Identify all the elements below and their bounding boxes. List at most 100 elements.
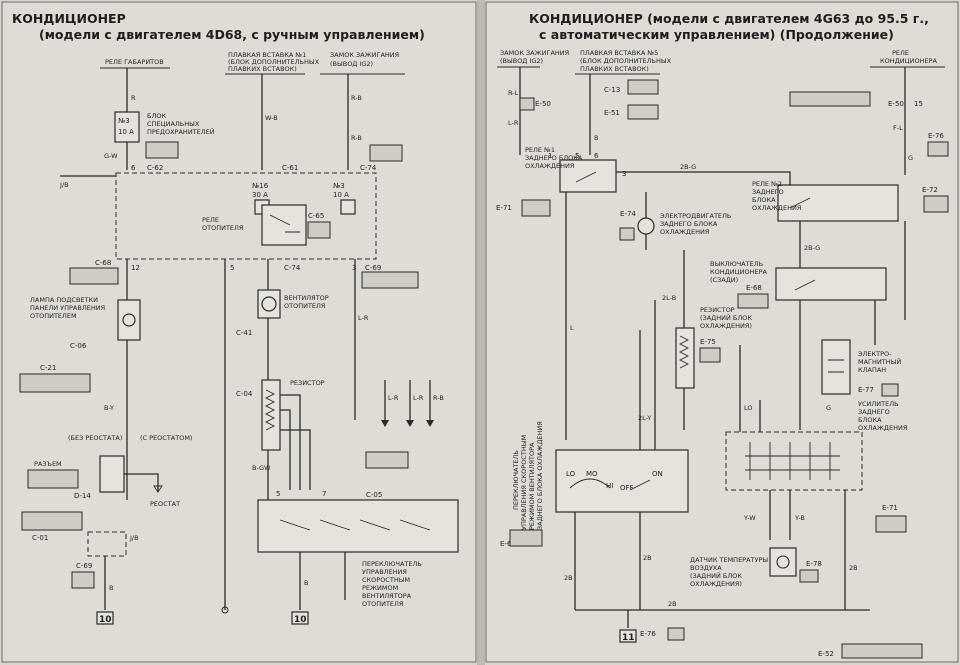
valve-label-2: МАГНИТНЫЙ: [858, 357, 901, 366]
source-fusible-link-5-sub: (БЛОК ДОПОЛНИТЕЛЬНЫХ: [580, 57, 672, 65]
heater-relay-label-2: ОТОПИТЕЛЯ: [202, 224, 243, 232]
left-title-line-2: (модели с двигателем 4D68, с ручным упра…: [39, 27, 425, 42]
motor-label-3: ОХЛАЖДЕНИЯ: [660, 228, 709, 236]
switch-label-2: УПРАВЛЕНИЯ: [362, 568, 407, 576]
ac-switch-label-2: КОНДИЦИОНЕРА: [710, 268, 767, 276]
sensor-label-4: ОХЛАЖДЕНИЯ): [690, 580, 742, 588]
wire-code-fl: F-L: [893, 124, 903, 132]
heater-relay-label-1: РЕЛЕ: [202, 216, 219, 224]
speed-switch-label-2: УПРАВЛЕНИЯ СКОРОСТНЫМ: [520, 435, 528, 530]
wire-code-lr-2: L-R: [388, 394, 399, 402]
connector-block-icon: [145, 141, 179, 159]
pin-5-right: 5: [575, 152, 579, 160]
relay2-label-1: РЕЛЕ №2: [752, 180, 782, 188]
ground-10-left: [96, 611, 114, 625]
ground-10-left-label: 10: [99, 615, 112, 625]
wire-code-bgw: B-GW: [252, 464, 271, 472]
junction-block: [115, 172, 377, 260]
connector-c01-label: C-01: [32, 534, 48, 542]
wire-code-b: B: [109, 584, 113, 592]
rear-ac-switch: [775, 267, 887, 301]
pin-5-label: 5: [230, 264, 234, 272]
source-condenser-relay: РЕЛЕ: [892, 49, 909, 57]
rear-relay-2: [777, 184, 899, 222]
switch-label-6: ОТОПИТЕЛЯ: [362, 600, 403, 608]
wire-code-r: R: [131, 94, 136, 102]
pin-6-label: 6: [131, 164, 136, 172]
source-ignition-switch: ЗАМОК ЗАЖИГАНИЯ: [330, 51, 399, 59]
blower-label-2: ОТОПИТЕЛЯ: [284, 302, 325, 310]
connector-c69-label: C-69: [365, 264, 381, 272]
wire-code-bg-2: 2B-G: [804, 244, 820, 252]
connector-e72-label: E-72: [922, 186, 938, 194]
switch-label-1: ПЕРЕКЛЮЧАТЕЛЬ: [362, 560, 422, 568]
wire-code-bg: 2B-G: [680, 163, 696, 171]
blower-speed-switch: [257, 499, 459, 553]
solenoid-valve: [821, 339, 851, 395]
connector-c69b-label: C-69: [76, 562, 92, 570]
connector-e52-label: E-52: [818, 650, 834, 658]
speed-switch-label-3: РЕЖИМОМ ВЕНТИЛЯТОРА: [528, 442, 536, 530]
jb-lower: [87, 531, 127, 557]
sensor-icon: [776, 555, 790, 569]
wire-code-by: B-Y: [104, 404, 114, 412]
wire-code-2b-3: 2B: [849, 564, 858, 572]
wire-code-lr-3: L-R: [413, 394, 424, 402]
wire-code-l: L: [570, 324, 574, 332]
lamp-bulb-icon: [122, 313, 136, 327]
ground-10-right: [291, 611, 309, 625]
valve-label-1: ЭЛЕКТРО-: [858, 350, 892, 358]
wire-code-g: G: [908, 154, 913, 162]
connector-c74b-label: C-74: [284, 264, 301, 272]
relay1-label-1: РЕЛЕ №1: [525, 146, 555, 154]
wire-code-rb-2: R-B: [351, 134, 362, 142]
amp-label-3: БЛОКА: [858, 416, 882, 424]
ground-11: [619, 629, 637, 643]
connector-e71-label: E-71: [496, 204, 512, 212]
sensor-label-2: ВОЗДУХА: [690, 564, 722, 572]
relay2-label-2: ЗАДНЕГО: [752, 188, 784, 196]
fuse-3-right: [340, 199, 356, 215]
connector-e75-label: E-75: [700, 338, 716, 346]
wire-code-lb: 2L-B: [662, 294, 676, 302]
rear-amplifier: [725, 431, 863, 491]
speed-switch-label-1: ПЕРЕКЛЮЧАТЕЛЬ: [512, 450, 520, 510]
air-temp-sensor: [769, 547, 797, 577]
fuse-block-label-2: СПЕЦИАЛЬНЫХ: [147, 120, 200, 128]
rheostat-label: РЕОСТАТ: [150, 500, 180, 508]
connector-e63-label: E-63: [500, 540, 516, 548]
right-title-line-2: с автоматическим управлением) (Продолжен…: [539, 27, 894, 42]
right-page: [485, 1, 959, 663]
speed-switch-pos-off: OFF: [620, 484, 634, 492]
blower-resistor: [261, 379, 281, 451]
wire-code-2b-4: 2B: [668, 600, 677, 608]
left-title-line-1: КОНДИЦИОНЕР: [12, 11, 126, 26]
switch-label-4: РЕЖИМОМ: [362, 584, 398, 592]
blower-motor-icon: [261, 296, 277, 312]
relay1-label-2: ЗАДНЕГО БЛОКА: [525, 154, 583, 162]
fuse-3-top: [114, 111, 140, 143]
connector-e50b-label: E-50: [888, 100, 904, 108]
lamp-label-1: ЛАМПА ПОДСВЕТКИ: [30, 296, 98, 304]
switch-label-3: СКОРОСТНЫМ: [362, 576, 410, 584]
jb-label-1: J/B: [59, 181, 69, 189]
ac-switch-label-1: ВЫКЛЮЧАТЕЛЬ: [710, 260, 763, 268]
wire-code-2b-2: 2B: [643, 554, 652, 562]
source-fusible-link-5-sub2: ПЛАВКИХ ВСТАВОК): [580, 65, 649, 73]
wire-code-lr-right: L-R: [508, 119, 519, 127]
fuse-16-amp: 30 A: [252, 191, 268, 199]
connector-e71b-label: E-71: [882, 504, 898, 512]
connector-c05-label: C-05: [366, 491, 382, 499]
connector-c06-label: C-06: [70, 342, 87, 350]
speed-switch-label-4: ЗАДНЕГО БЛОКА ОХЛАЖДЕНИЯ: [536, 421, 544, 530]
fuse-3-right-amp: 10 A: [333, 191, 349, 199]
rear-blower-motor-icon: [637, 217, 655, 235]
connector-e76-label: E-76: [928, 132, 944, 140]
relay1-label-3: ОХЛАЖДЕНИЯ: [525, 162, 574, 170]
speed-switch-pos-lo: LO: [566, 470, 576, 478]
rear-speed-switch: [555, 449, 689, 513]
wire-code-yw: Y-W: [743, 514, 756, 522]
pin-5-bottom: 5: [276, 490, 280, 498]
valve-label-3: КЛАПАН: [858, 366, 886, 374]
wire-code-b-2: B: [304, 579, 308, 587]
